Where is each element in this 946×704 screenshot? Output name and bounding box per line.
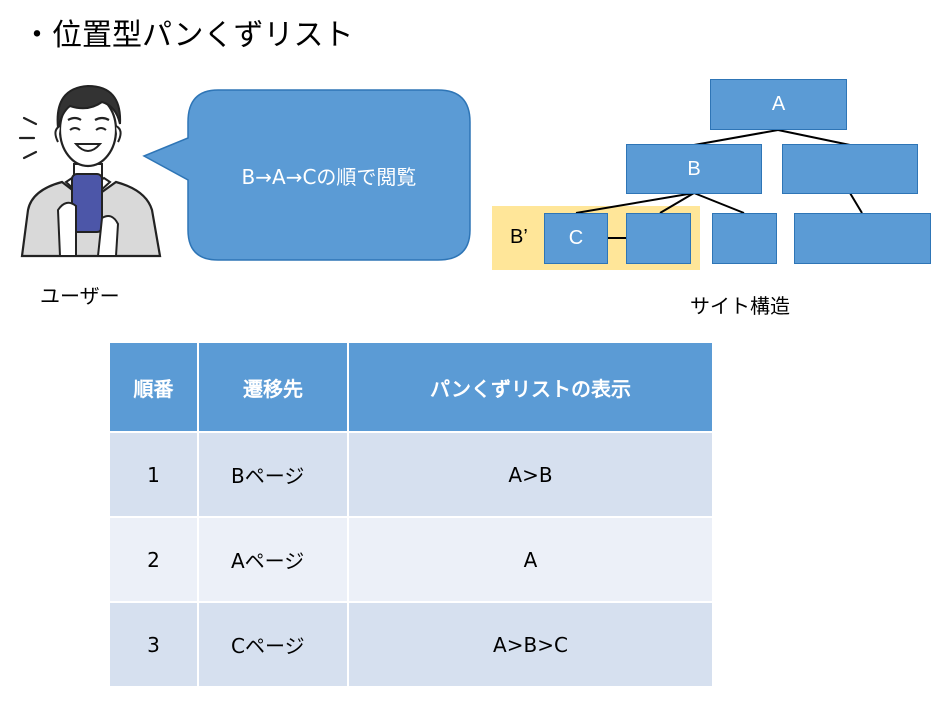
tree-node-a: A	[710, 79, 847, 130]
user-illustration	[18, 84, 162, 258]
hair	[56, 84, 122, 129]
highlight-label: B’	[510, 226, 528, 248]
emphasis-line	[22, 116, 38, 126]
cell-destination: Bページ	[197, 431, 349, 518]
site-caption: サイト構造	[690, 294, 790, 318]
breadcrumb-table: 順番 遷移先 パンくずリストの表示 1 Bページ A>B 2 Aページ A 3 …	[108, 341, 714, 688]
page-title: ・位置型パンくずリスト	[22, 18, 354, 53]
cell-breadcrumb: A	[347, 516, 714, 603]
table-row: 2 Aページ A	[108, 516, 714, 603]
tree-node-b: B	[626, 144, 762, 194]
cell-breadcrumb: A>B	[347, 431, 714, 518]
cell-order: 2	[108, 516, 199, 603]
cell-destination: Cページ	[197, 601, 349, 688]
speech-text: B→A→Cの順で閲覧	[241, 164, 417, 189]
user-caption: ユーザー	[40, 284, 120, 308]
header-destination: 遷移先	[197, 341, 349, 433]
tree-node-blank	[712, 213, 777, 264]
table-row: 1 Bページ A>B	[108, 431, 714, 518]
tree-node-c: C	[544, 213, 608, 264]
header-order: 順番	[108, 341, 199, 433]
tree-node-blank	[794, 213, 931, 264]
cell-order: 1	[108, 431, 199, 518]
header-breadcrumb: パンくずリストの表示	[347, 341, 714, 433]
table-row: 3 Cページ A>B>C	[108, 601, 714, 688]
tree-node-blank	[782, 144, 918, 194]
cell-destination: Aページ	[197, 516, 349, 603]
tree-node-blank	[626, 213, 691, 264]
table-header-row: 順番 遷移先 パンくずリストの表示	[108, 341, 714, 433]
speech-bubble	[142, 89, 471, 261]
emphasis-line	[22, 150, 38, 160]
cell-breadcrumb: A>B>C	[347, 601, 714, 688]
cell-order: 3	[108, 601, 199, 688]
